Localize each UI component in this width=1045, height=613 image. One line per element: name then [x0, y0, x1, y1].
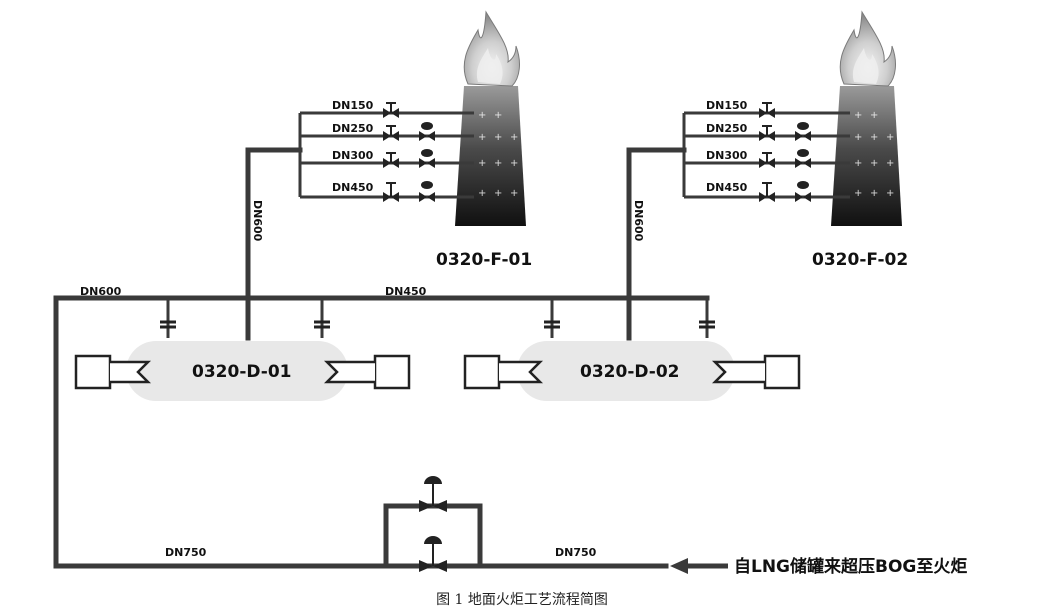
- svg-text:+: +: [870, 110, 878, 121]
- valve-icon: [383, 102, 399, 118]
- inlet-arrow-icon: [670, 558, 728, 574]
- svg-text:+: +: [494, 188, 502, 199]
- flare-unit-1: + + + + + + + + + + +: [245, 10, 532, 301]
- svg-text:+: +: [478, 110, 486, 121]
- svg-text:+: +: [510, 188, 518, 199]
- svg-text:+: +: [494, 132, 502, 143]
- knockout-drum-2: 0320-D-02: [463, 341, 801, 401]
- valve-icon: [383, 181, 435, 202]
- bottom-right-label: DN750: [555, 546, 597, 559]
- valve-icon: [383, 149, 435, 168]
- branch-label: DN150: [332, 99, 374, 112]
- bottom-left-label: DN750: [165, 546, 207, 559]
- svg-text:+: +: [494, 110, 502, 121]
- svg-text:+: +: [478, 188, 486, 199]
- branch-label: DN450: [706, 181, 748, 194]
- drum-tag: 0320-D-01: [192, 362, 292, 382]
- source-label: 自LNG储罐来超压BOG至火炬: [734, 556, 967, 577]
- valve-icon: [383, 122, 435, 141]
- knockout-drum-1: 0320-D-01: [74, 341, 411, 401]
- valve-icon: [759, 181, 811, 202]
- flare-tag: 0320-F-02: [812, 250, 908, 270]
- valve-icon: [759, 122, 811, 141]
- svg-text:+: +: [854, 158, 862, 169]
- flare-stack-1: [455, 86, 526, 226]
- riser-label: DN600: [632, 200, 645, 242]
- svg-text:+: +: [870, 188, 878, 199]
- figure-caption: 图 1 地面火炬工艺流程简图: [436, 591, 608, 608]
- control-valve-icon: [419, 476, 447, 512]
- branch-label: DN300: [706, 149, 748, 162]
- svg-text:+: +: [478, 158, 486, 169]
- branch-label: DN250: [706, 122, 748, 135]
- valve-icon: [759, 149, 811, 168]
- svg-text:+: +: [870, 132, 878, 143]
- flare-tag: 0320-F-01: [436, 250, 532, 270]
- drum-tag: 0320-D-02: [580, 362, 680, 382]
- control-valve-icon: [419, 536, 447, 572]
- stack-sparkles: + + + + + + + + + + +: [478, 110, 518, 199]
- svg-text:+: +: [478, 132, 486, 143]
- svg-text:+: +: [886, 158, 894, 169]
- riser-label: DN600: [251, 200, 264, 242]
- flare-unit-2: + + + + + + + + + + +: [626, 10, 908, 301]
- svg-text:+: +: [870, 158, 878, 169]
- branch-label: DN150: [706, 99, 748, 112]
- branch-label: DN250: [332, 122, 374, 135]
- svg-text:+: +: [886, 188, 894, 199]
- svg-text:+: +: [494, 158, 502, 169]
- svg-text:+: +: [854, 188, 862, 199]
- branch-label: DN300: [332, 149, 374, 162]
- svg-text:+: +: [854, 132, 862, 143]
- valve-icon: [759, 102, 775, 118]
- header-right-label: DN450: [385, 285, 427, 298]
- svg-text:+: +: [510, 132, 518, 143]
- stack-sparkles: + + + + + + + + + + +: [854, 110, 894, 199]
- flare-stack-2: [831, 86, 902, 226]
- svg-text:+: +: [886, 132, 894, 143]
- branch-label: DN450: [332, 181, 374, 194]
- svg-text:+: +: [854, 110, 862, 121]
- svg-text:+: +: [510, 158, 518, 169]
- header-left-label: DN600: [80, 285, 122, 298]
